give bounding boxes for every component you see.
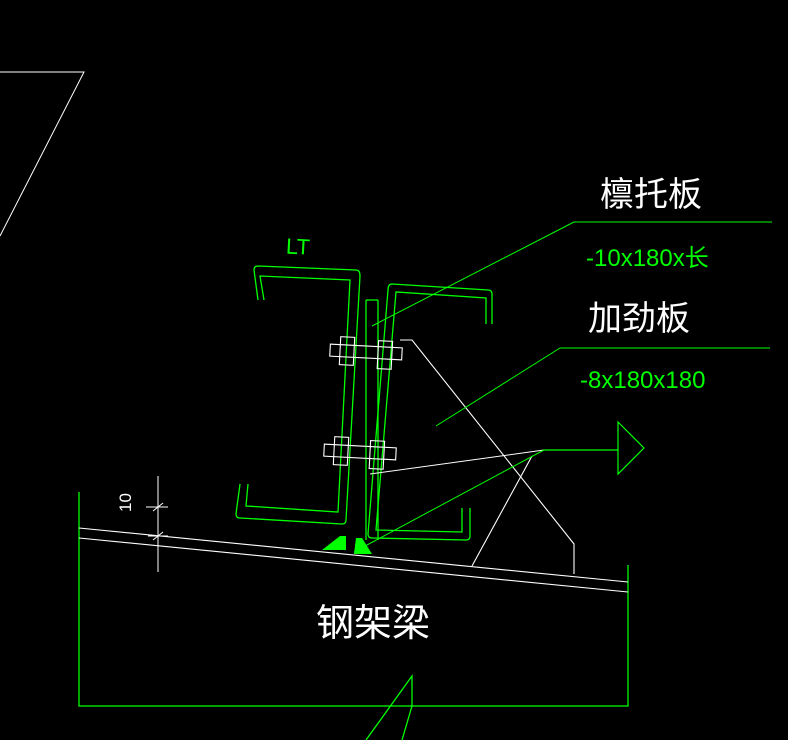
label-stiffener: 加劲板 [588, 299, 690, 339]
steel-beam-outline [78, 492, 629, 740]
frame-corner-line [0, 71, 85, 237]
leader-weld [369, 449, 545, 475]
thickness-dim-text: 10 [116, 493, 135, 512]
purlin-right-c-section [367, 283, 493, 541]
label-purlin: LT [285, 233, 310, 259]
label-stiffener-spec: -8x180x180 [580, 367, 705, 394]
weld-symbol-arrow [544, 420, 645, 476]
leader-weld-green [353, 449, 545, 553]
label-purlin-bracket: 檩托板 [600, 175, 702, 215]
weld-fillets [322, 536, 372, 554]
label-steel-beam: 钢架梁 [316, 601, 430, 645]
leader-stiffener [435, 347, 770, 427]
label-purlin-bracket-spec: -10x180x长 [586, 245, 709, 272]
purlin-bracket-plate [365, 299, 379, 540]
purlin-left-c-section [235, 265, 361, 525]
stiffener-plate [400, 339, 575, 574]
beam-top-flange [78, 527, 629, 593]
bolt-upper [329, 336, 403, 370]
bolt-lower [323, 436, 397, 470]
leader-purlin-bracket [371, 221, 772, 327]
thickness-dimension [146, 476, 168, 572]
